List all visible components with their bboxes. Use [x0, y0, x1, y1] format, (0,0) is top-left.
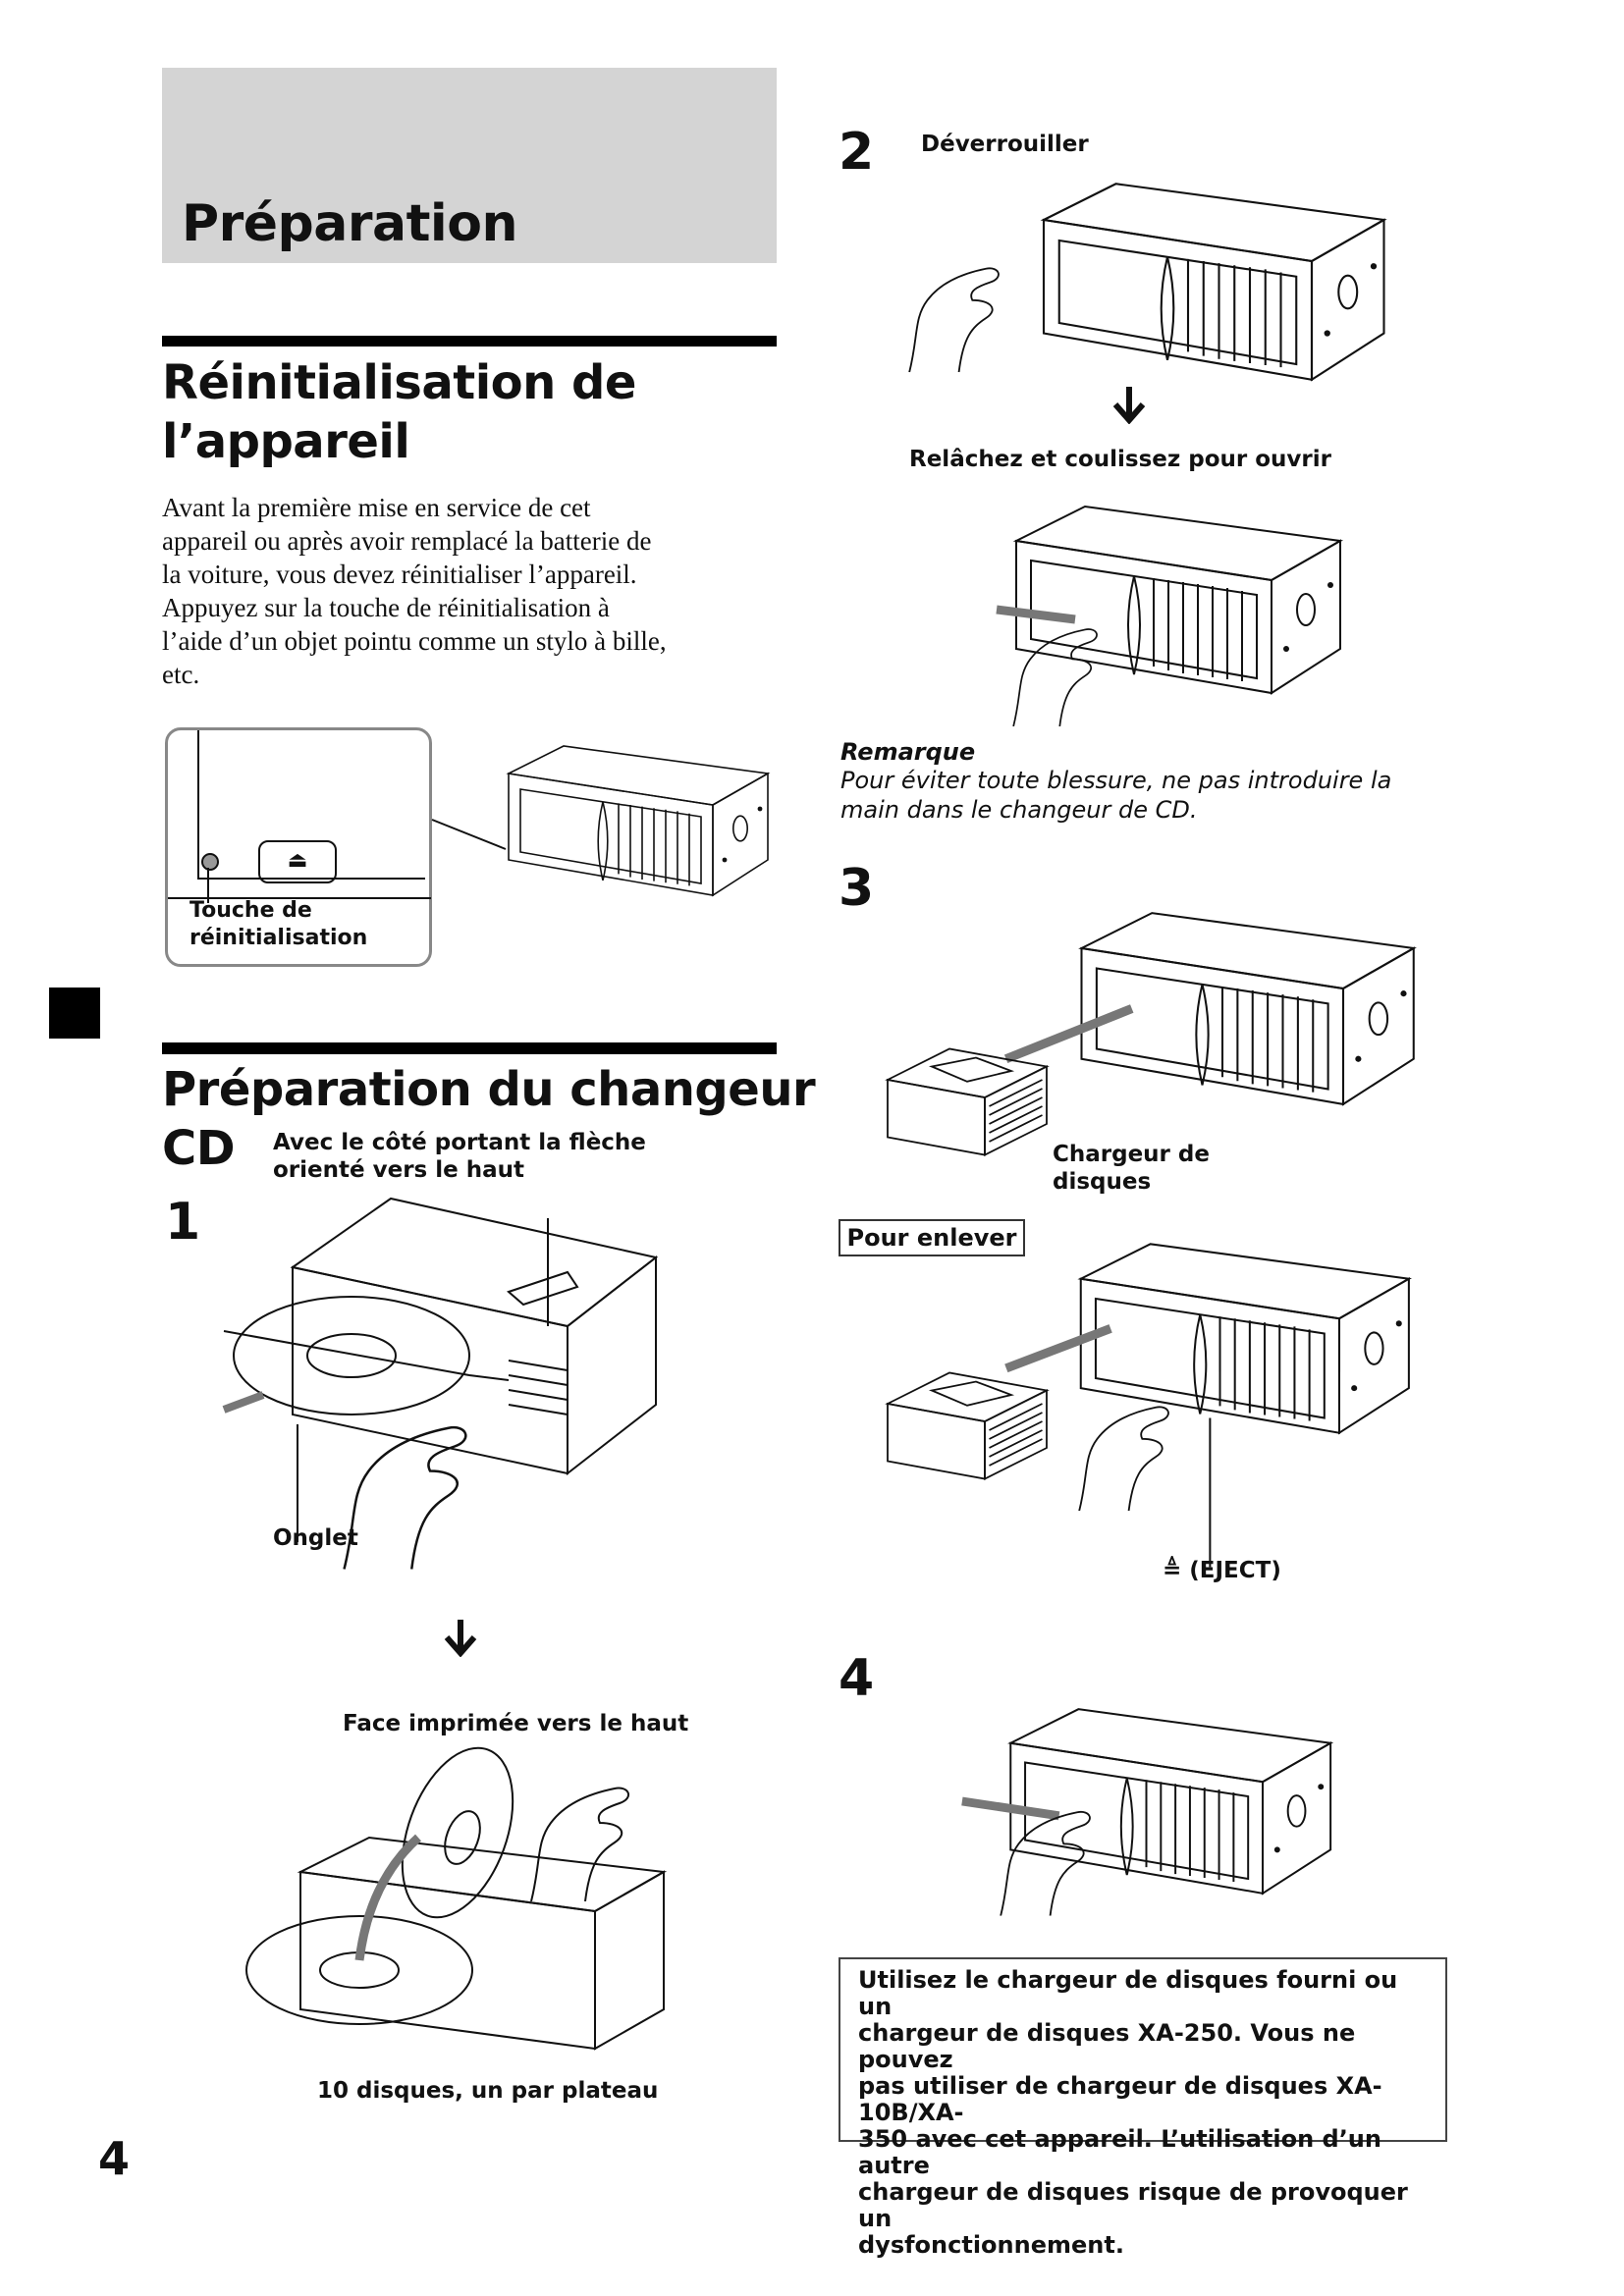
magazine-label: Chargeur de disques: [1053, 1141, 1210, 1196]
remark-line2: main dans le changeur de CD.: [840, 796, 1198, 824]
hand-icon: [992, 1787, 1100, 1919]
remark-title: Remarque: [840, 738, 976, 766]
magazine-label-line1: Chargeur de: [1053, 1142, 1210, 1167]
magazine-disc-tray-illustration: [222, 1197, 659, 1571]
cd-changer-illustration: [461, 742, 776, 899]
arrow-down-icon: [1110, 385, 1149, 424]
note-line: Utilisez le chargeur de disques fourni o…: [858, 1966, 1398, 2020]
reset-heading-line2: l’appareil: [162, 414, 410, 469]
step-number-3: 3: [839, 859, 875, 918]
reset-button-closeup: ⏏ Touche de réinitialisation: [165, 727, 432, 967]
arrow-down-icon: [441, 1618, 480, 1657]
reset-body: Avant la première mise en service de cet…: [162, 491, 790, 691]
unlock-label: Déverrouiller: [921, 132, 1089, 157]
eject-label: ≜ (EJECT): [1163, 1558, 1281, 1583]
note-line: 350 avec cet appareil. L’utilisation d’u…: [858, 2125, 1381, 2179]
disc-insertion-illustration: [245, 1746, 668, 2051]
changer-heading-line1: Préparation du changeur: [162, 1062, 816, 1117]
note-line: dysfonctionnement.: [858, 2231, 1124, 2259]
section-header: Préparation: [162, 68, 777, 263]
body-line: appareil ou après avoir remplacé la batt…: [162, 526, 652, 556]
slide-label: Relâchez et coulissez pour ouvrir: [909, 447, 1331, 472]
hand-icon: [1070, 1364, 1178, 1531]
section-title: Préparation: [182, 194, 518, 253]
arrow-note-line1: Avec le côté portant la flèche: [273, 1130, 646, 1155]
callout-line2: réinitialisation: [189, 926, 368, 950]
face-label: Face imprimée vers le haut: [343, 1711, 689, 1736]
magazine-compatibility-note: Utilisez le chargeur de disques fourni o…: [839, 1957, 1447, 2259]
slide-open-illustration: [996, 502, 1350, 698]
unlock-illustration: [982, 177, 1394, 387]
changer-heading: Préparation du changeur CD: [162, 1060, 816, 1178]
reset-heading-line1: Réinitialisation de: [162, 355, 636, 410]
eject-magazine-illustration: [1004, 1233, 1419, 1568]
note-line: chargeur de disques XA-250. Vous ne pouv…: [858, 2019, 1356, 2073]
reset-button-icon: [201, 853, 219, 871]
remove-tag: Pour enlever: [839, 1219, 1025, 1256]
reset-callout: Touche de réinitialisation: [189, 897, 367, 952]
body-line: la voiture, vous devez réinitialiser l’a…: [162, 560, 637, 589]
note-line: pas utiliser de chargeur de disques XA-1…: [858, 2072, 1382, 2126]
callout-line1: Touche de: [189, 898, 312, 923]
body-line: Appuyez sur la touche de réinitialisatio…: [162, 593, 610, 622]
insert-magazine-illustration: [1003, 903, 1424, 1114]
arrow-note: Avec le côté portant la flèche orienté v…: [273, 1129, 646, 1184]
step-number-2: 2: [839, 123, 875, 182]
hand-icon: [1001, 609, 1110, 726]
body-line: etc.: [162, 660, 200, 689]
discs-label: 10 disques, un par plateau: [317, 2078, 659, 2104]
arrow-note-line2: orienté vers le haut: [273, 1157, 524, 1183]
remark-text: Pour éviter toute blessure, ne pas intro…: [840, 766, 1391, 825]
divider-bar: [162, 1042, 777, 1054]
disc-magazine-icon: [879, 1041, 1056, 1163]
body-line: Avant la première mise en service de cet: [162, 493, 591, 522]
step-number-4: 4: [839, 1649, 875, 1708]
changer-heading-line2: CD: [162, 1121, 236, 1176]
note-line: chargeur de disques risque de provoquer …: [858, 2178, 1408, 2232]
close-changer-illustration: [961, 1698, 1340, 1904]
body-line: l’aide d’un objet pointu comme un stylo …: [162, 626, 667, 656]
tab-label: Onglet: [273, 1525, 358, 1551]
section-marker: [49, 988, 100, 1039]
magazine-label-line2: disques: [1053, 1169, 1152, 1195]
reset-heading: Réinitialisation de l’appareil: [162, 353, 636, 471]
remark-line1: Pour éviter toute blessure, ne pas intro…: [840, 767, 1392, 794]
divider-bar: [162, 336, 777, 347]
eject-button-icon: ⏏: [258, 840, 337, 883]
hand-icon: [900, 245, 1008, 373]
step-number-1: 1: [165, 1193, 201, 1252]
page-number: 4: [98, 2132, 131, 2185]
disc-magazine-icon: [879, 1364, 1056, 1487]
pointer-line: [431, 819, 507, 850]
